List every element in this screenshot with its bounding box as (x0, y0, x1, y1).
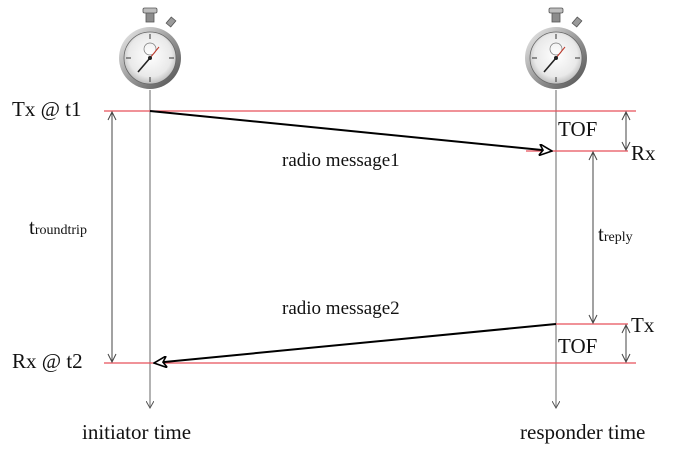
t-reply-t: t (598, 222, 604, 246)
responder-time-label: responder time (520, 420, 646, 444)
t-roundtrip-label: troundtrip (29, 215, 87, 240)
tx-t1-label: Tx @ t1 (12, 97, 82, 121)
radio-message2-arrow (154, 323, 557, 363)
tx-responder-label: Tx (631, 313, 655, 337)
t-reply-subscript: reply (603, 230, 633, 245)
rx-t2-label: Rx @ t2 (12, 349, 83, 373)
initiator-time-label: initiator time (82, 420, 192, 444)
t-roundtrip-subscript: roundtrip (34, 223, 87, 238)
t-reply-label: treply (598, 222, 633, 247)
radio-message1-label: radio message1 (282, 150, 400, 171)
rx-responder-label: Rx (631, 141, 656, 165)
stopwatch-icon (119, 7, 181, 89)
stopwatch-icon (525, 7, 587, 89)
t-roundtrip-t: t (29, 215, 35, 239)
tof-bottom-label: TOF (558, 334, 598, 358)
tof-interval-top (621, 110, 631, 152)
tof-top-label: TOF (558, 117, 598, 141)
radio-message1-arrow (149, 110, 552, 151)
t-reply-interval (588, 150, 598, 325)
tof-interval-bottom (621, 323, 631, 364)
t-roundtrip-interval (107, 110, 117, 364)
radio-message2-label: radio message2 (282, 298, 400, 319)
